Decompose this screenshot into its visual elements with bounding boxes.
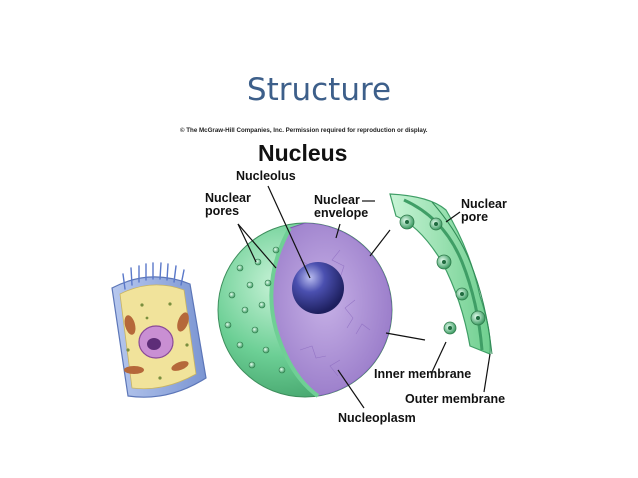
leader-nucleoplasm [337, 369, 365, 409]
leader-nuclear-envelope [335, 223, 341, 239]
leader-nuclear-pore [445, 211, 461, 223]
cell-nucleolus [147, 338, 161, 350]
nucleus-sphere [217, 222, 393, 398]
slide-title: Structure [246, 72, 392, 108]
nucleolus [292, 262, 344, 314]
label-nuclear-pores: Nuclear pores [205, 191, 251, 218]
leader-nuclear-pores [237, 223, 257, 263]
leader-nucleolus [267, 185, 311, 279]
label-outer-membrane: Outer membrane [405, 392, 506, 406]
label-inner-membrane: Inner membrane [374, 367, 472, 381]
cilia [122, 262, 185, 290]
leader-nuclear-envelope [369, 229, 391, 257]
leader-inner-membrane [431, 341, 447, 373]
copyright-notice: © The McGraw-Hill Companies, Inc. Permis… [180, 127, 428, 134]
leader-outer-membrane [483, 353, 491, 393]
mitochondrion [171, 361, 189, 371]
leader-envelope-edge [385, 332, 426, 341]
label-nuclear-envelope: Nuclear envelope [314, 193, 369, 220]
mitochondrion [124, 315, 136, 335]
cell-illustration [111, 262, 207, 398]
label-nucleoplasm: Nucleoplasm [338, 411, 416, 425]
leader-lines [237, 185, 491, 409]
mitochondrion [124, 366, 144, 374]
leader-nuclear-pores [237, 223, 277, 269]
label-nuclear-pore: Nuclear pore [461, 197, 507, 224]
figure-title: Nucleus [258, 140, 348, 166]
surface-pores [224, 246, 286, 374]
mitochondrion [177, 312, 189, 332]
label-nucleolus: Nucleolus [236, 169, 296, 183]
